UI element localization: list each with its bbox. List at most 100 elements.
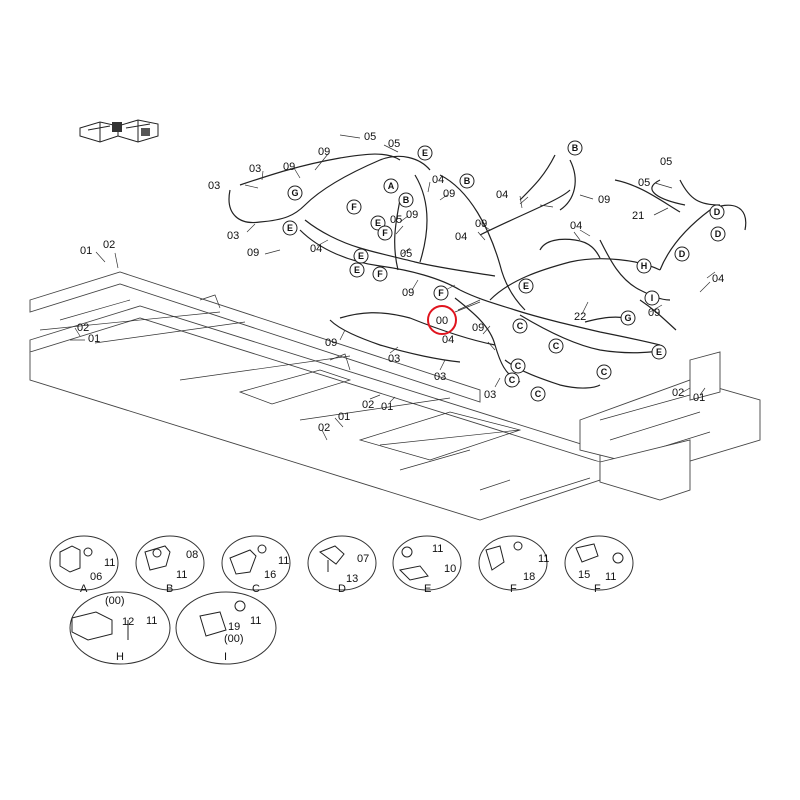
- svg-text:B: B: [166, 583, 173, 595]
- callout-label: 04: [442, 334, 454, 346]
- svg-text:I: I: [224, 651, 227, 663]
- connector-bubble: C: [548, 338, 564, 354]
- svg-text:I: I: [651, 293, 654, 303]
- detail-view-a: 11 06 A: [49, 535, 119, 595]
- svg-text:06: 06: [90, 571, 102, 583]
- svg-text:F: F: [351, 202, 357, 212]
- callout-leaders: [70, 134, 716, 441]
- detail-view-f2: 15 11 F: [564, 535, 634, 595]
- callout-label: 05: [660, 156, 672, 168]
- callout-label: 03: [227, 230, 239, 242]
- svg-text:C: C: [517, 321, 524, 331]
- callout-label: 09: [325, 337, 337, 349]
- svg-text:H: H: [116, 651, 124, 663]
- callout-label: 09: [443, 188, 455, 200]
- highlighted-part-callout: 00: [427, 301, 481, 335]
- svg-text:E: E: [375, 218, 381, 228]
- svg-text:16: 16: [264, 569, 276, 581]
- svg-text:F: F: [377, 269, 383, 279]
- svg-text:F: F: [594, 583, 601, 595]
- svg-text:07: 07: [357, 553, 369, 565]
- callout-label: 03: [388, 353, 400, 365]
- truck-orientation-icon: [79, 119, 159, 143]
- callout-label: 09: [475, 218, 487, 230]
- callout-label: 09: [598, 194, 610, 206]
- connector-bubbles: E B A B G F E E F E E F F B D D D H I E …: [282, 140, 726, 402]
- svg-text:D: D: [338, 583, 346, 595]
- callout-labels: 05 05 09 03 09 03 03 04 09 05 05 04 09 0…: [77, 131, 724, 434]
- connector-bubble: C: [504, 372, 520, 388]
- svg-text:(00): (00): [224, 633, 244, 645]
- connector-bubble: B: [567, 140, 583, 156]
- callout-label: 02: [318, 422, 330, 434]
- svg-text:D: D: [679, 249, 686, 259]
- callout-label: 01: [693, 392, 705, 404]
- callout-label: 05: [638, 177, 650, 189]
- svg-text:08: 08: [186, 549, 198, 561]
- callout-label: 04: [570, 220, 582, 232]
- connector-bubble: C: [512, 318, 528, 334]
- callout-label: 01: [381, 401, 393, 413]
- svg-text:B: B: [572, 143, 579, 153]
- connector-bubble: E: [353, 248, 369, 264]
- detail-views: 11 06 A 08 11 B 11 16 C 07 13 D: [49, 535, 634, 665]
- svg-text:A: A: [80, 583, 88, 595]
- callout-label: 03: [208, 180, 220, 192]
- svg-text:11: 11: [176, 569, 187, 581]
- connector-bubble: H: [636, 258, 652, 274]
- svg-text:F: F: [510, 583, 517, 595]
- chassis-frame: [29, 271, 761, 521]
- callout-label: 09: [283, 161, 295, 173]
- svg-text:11: 11: [538, 553, 549, 565]
- connector-bubble: B: [459, 173, 475, 189]
- detail-view-e: 11 10 E: [392, 535, 462, 595]
- svg-text:E: E: [287, 223, 293, 233]
- svg-text:A: A: [388, 181, 395, 191]
- callout-label: 05: [390, 214, 402, 226]
- callout-label: 02: [103, 239, 115, 251]
- detail-view-c: 11 16 C: [221, 535, 291, 595]
- connector-bubble: F: [346, 199, 362, 215]
- svg-text:(00): (00): [105, 595, 125, 607]
- callout-label: 04: [455, 231, 467, 243]
- connector-bubble: E: [417, 145, 433, 161]
- callout-label: 02: [362, 399, 374, 411]
- svg-text:C: C: [601, 367, 608, 377]
- detail-view-d: 07 13 D: [307, 535, 377, 595]
- connector-bubble: E: [282, 220, 298, 236]
- connector-bubble: F: [372, 266, 388, 282]
- connector-bubble: B: [398, 192, 414, 208]
- callout-label: 02: [672, 387, 684, 399]
- svg-text:11: 11: [104, 557, 115, 569]
- connector-bubble: E: [349, 262, 365, 278]
- callout-label: 03: [484, 389, 496, 401]
- svg-text:D: D: [715, 229, 722, 239]
- svg-text:15: 15: [578, 569, 590, 581]
- svg-text:11: 11: [278, 555, 289, 567]
- detail-view-h: (00) 12 11 H: [69, 591, 171, 665]
- callout-label: 09: [402, 287, 414, 299]
- callout-label: 09: [648, 307, 660, 319]
- svg-text:19: 19: [228, 621, 240, 633]
- connector-bubble: D: [710, 226, 726, 242]
- detail-view-f: 11 18 F: [478, 535, 549, 595]
- callout-label: 01: [80, 245, 92, 257]
- svg-text:10: 10: [444, 563, 456, 575]
- callout-label: 05: [388, 138, 400, 150]
- callout-label: 01: [88, 333, 100, 345]
- svg-text:00: 00: [436, 315, 448, 327]
- callout-label: 09: [406, 209, 418, 221]
- connector-bubble: G: [620, 310, 636, 326]
- svg-text:G: G: [624, 313, 631, 323]
- detail-view-i: 11 19 (00) I: [175, 591, 277, 665]
- callout-label: 04: [712, 273, 724, 285]
- svg-text:C: C: [535, 389, 542, 399]
- connector-bubble: A: [383, 178, 399, 194]
- svg-text:C: C: [553, 341, 560, 351]
- connector-bubble: C: [510, 358, 526, 374]
- svg-text:11: 11: [432, 543, 443, 555]
- svg-text:18: 18: [523, 571, 535, 583]
- svg-text:11: 11: [146, 615, 157, 627]
- callout-label: 22: [574, 311, 586, 323]
